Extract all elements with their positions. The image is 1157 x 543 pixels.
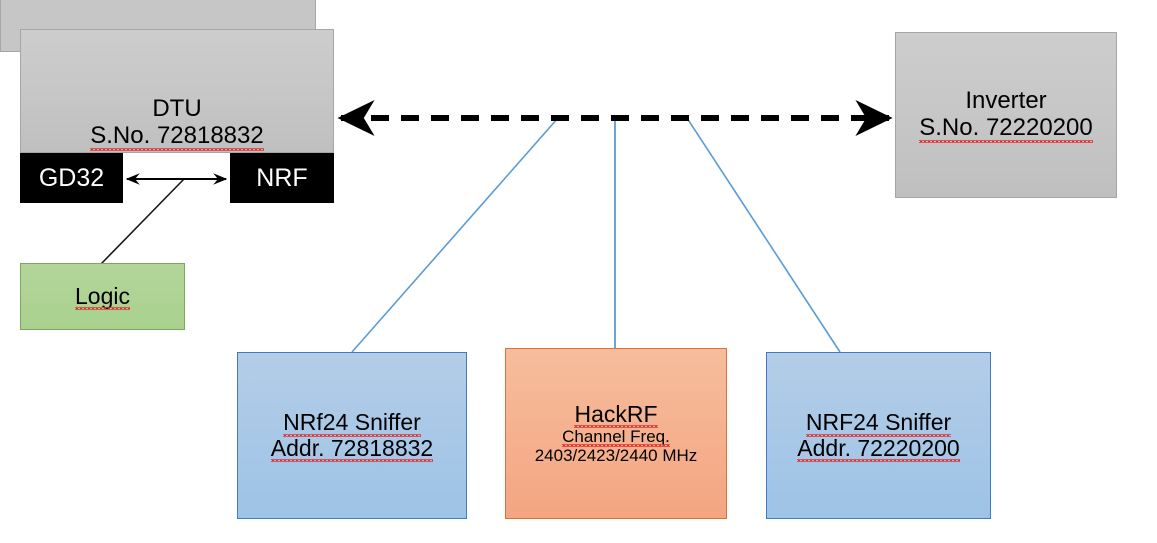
nrf24-sniffer-right-box[interactable]: NRF24 Sniffer Addr. 72220200 <box>766 352 991 519</box>
logic-box[interactable]: Logic <box>20 263 185 330</box>
sniffer-right-to-rf-link <box>686 117 841 353</box>
dtu-serial: S.No. 72818832 <box>90 122 265 151</box>
hackrf-channel-label-text: Channel Freq. <box>562 427 670 448</box>
gd32-chip[interactable]: GD32 <box>20 153 123 203</box>
hackrf-frequencies: 2403/2423/2440 MHz <box>534 446 698 466</box>
sniffer-left-title-text: NRf24 Sniffer <box>283 408 421 437</box>
nrf-label: NRF <box>256 163 308 192</box>
dtu-serial-text: S.No. 72818832 <box>90 122 265 151</box>
gd32-label: GD32 <box>38 163 105 192</box>
inverter-serial: S.No. 72220200 <box>919 114 1094 143</box>
inverter-serial-text: S.No. 72220200 <box>919 114 1094 143</box>
dtu-label: DTU <box>152 95 202 123</box>
nrf24-sniffer-left-box[interactable]: NRf24 Sniffer Addr. 72818832 <box>237 352 467 519</box>
sniffer-left-to-rf-link <box>351 117 559 353</box>
sniffer-right-title: NRF24 Sniffer <box>805 408 952 437</box>
hackrf-channel-label: Channel Freq. <box>562 427 670 448</box>
dtu-box[interactable]: DTU S.No. 72818832 <box>20 29 334 153</box>
sniffer-left-title: NRf24 Sniffer <box>283 408 421 437</box>
hackrf-title: HackRF <box>574 400 658 429</box>
sniffer-right-title-text: NRF24 Sniffer <box>805 408 952 437</box>
hackrf-box[interactable]: HackRF Channel Freq. 2403/2423/2440 MHz <box>505 348 727 519</box>
sniffer-left-addr-text: Addr. 72818832 <box>270 434 434 462</box>
hackrf-title-text: HackRF <box>574 400 658 429</box>
sniffer-right-addr: Addr. 72220200 <box>797 434 961 462</box>
inverter-label: Inverter <box>965 87 1047 115</box>
sniffer-left-addr: Addr. 72818832 <box>270 434 434 462</box>
nrf-chip[interactable]: NRF <box>230 153 334 203</box>
inverter-box[interactable]: Inverter S.No. 72220200 <box>895 32 1117 198</box>
sniffer-right-addr-text: Addr. 72220200 <box>797 434 961 462</box>
logic-label: Logic <box>75 282 130 311</box>
